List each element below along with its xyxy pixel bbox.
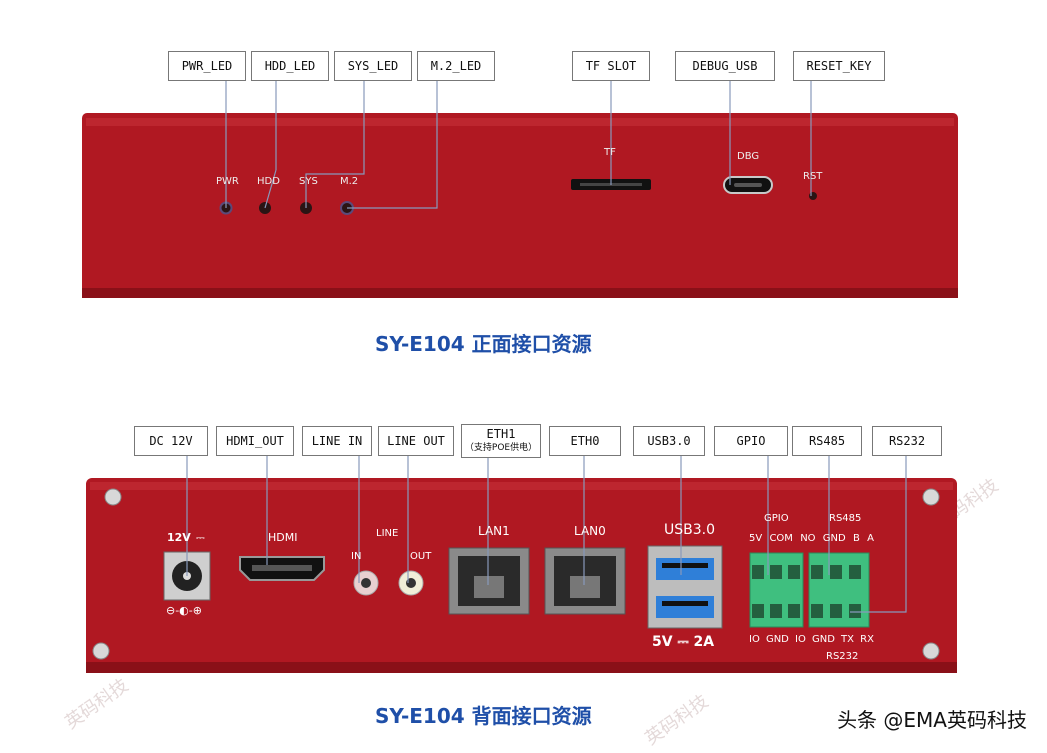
panel-label: OUT: [410, 551, 432, 562]
reset-key: [809, 192, 817, 200]
pin-label: GND: [765, 634, 789, 645]
terminal-pin: [788, 604, 800, 618]
panel-label: DBG: [737, 151, 760, 162]
callout-eth1-note: （支持POE供电）: [464, 443, 538, 453]
panel-label: HDD: [257, 176, 280, 187]
terminal-pin: [770, 565, 782, 579]
panel-label: PWR: [216, 176, 239, 187]
screw-icon: [92, 642, 110, 660]
callout-debug-usb: DEBUG_USB: [675, 51, 775, 81]
terminal-pin: [830, 565, 842, 579]
callout-sys-led: SYS_LED: [334, 51, 412, 81]
callout-eth0: ETH0: [549, 426, 621, 456]
usb3-ports: [647, 545, 723, 629]
callout-hdd-led: HDD_LED: [251, 51, 329, 81]
panel-label: 5V ⎓ 2A: [652, 634, 714, 650]
pin-label: NO: [800, 533, 816, 544]
terminal-pin: [752, 565, 764, 579]
callout-line-in: LINE IN: [302, 426, 372, 456]
callout-line-out: LINE OUT: [378, 426, 454, 456]
front-caption: SY-E104 正面接口资源: [375, 332, 592, 356]
terminal-pin: [849, 604, 861, 618]
panel-label: IN: [351, 551, 362, 562]
panel-label: RS232: [826, 651, 859, 662]
credit-text: 头条 @EMA英码科技: [837, 708, 1027, 732]
screw-icon: [922, 488, 940, 506]
usb-power-label: 5V: [652, 634, 673, 650]
panel-label: LAN1: [478, 524, 510, 538]
usb-current-label: 2A: [693, 634, 715, 650]
pin-label: IO: [749, 634, 760, 645]
dc-symbol-icon: ⎓: [677, 634, 689, 650]
front-panel: [82, 113, 958, 298]
panel-label: 12V: [167, 531, 191, 544]
terminal-bottom-pins: IO GND IO GND TX RX: [749, 634, 874, 645]
callout-pwr-led: PWR_LED: [168, 51, 246, 81]
panel-label: LINE: [376, 528, 399, 539]
panel-label: SYS: [299, 176, 318, 187]
callout-gpio: GPIO: [714, 426, 788, 456]
terminal-pin: [811, 604, 823, 618]
pin-label: TX: [841, 634, 854, 645]
pin-label: A: [867, 533, 874, 544]
terminal-pin: [811, 565, 823, 579]
panel-label: GPIO: [764, 513, 789, 524]
callout-rs232: RS232: [872, 426, 942, 456]
callout-rs485: RS485: [792, 426, 862, 456]
pin-label: GND: [811, 634, 835, 645]
panel-label: RS485: [829, 513, 862, 524]
panel-label: USB3.0: [664, 522, 716, 538]
pin-label: COM: [769, 533, 793, 544]
pin-label: B: [852, 533, 860, 544]
callout-tf-slot: TF SLOT: [572, 51, 650, 81]
lan0-port: [544, 547, 626, 615]
terminal-pin: [788, 565, 800, 579]
pin-label: RX: [860, 634, 874, 645]
terminal-pin: [770, 604, 782, 618]
panel-label: LAN0: [574, 524, 606, 538]
terminal-pin: [752, 604, 764, 618]
callout-reset-key: RESET_KEY: [793, 51, 885, 81]
lan1-port: [448, 547, 530, 615]
dc-polarity-icon: ⊖-◐-⊕: [166, 604, 202, 617]
callout-eth1: ETH1 （支持POE供电）: [461, 424, 541, 458]
terminal-pin: [830, 604, 842, 618]
screw-icon: [104, 488, 122, 506]
callout-m2-led: M.2_LED: [417, 51, 495, 81]
terminal-top-pins: 5V COM NO GND B A: [749, 533, 874, 544]
callout-usb3: USB3.0: [633, 426, 705, 456]
dc-symbol-icon: ⎓: [196, 531, 205, 544]
panel-label: HDMI: [268, 531, 298, 544]
callout-dc-12v: DC 12V: [134, 426, 208, 456]
panel-label: M.2: [340, 176, 359, 187]
panel-label: RST: [803, 171, 823, 182]
terminal-pin: [849, 565, 861, 579]
screw-icon: [922, 642, 940, 660]
pin-label: 5V: [749, 533, 763, 544]
callout-eth1-label: ETH1: [486, 427, 516, 441]
back-caption: SY-E104 背面接口资源: [375, 704, 592, 728]
pin-label: IO: [795, 634, 806, 645]
pin-label: GND: [822, 533, 846, 544]
callout-hdmi-out: HDMI_OUT: [216, 426, 294, 456]
panel-label: TF: [604, 147, 616, 158]
